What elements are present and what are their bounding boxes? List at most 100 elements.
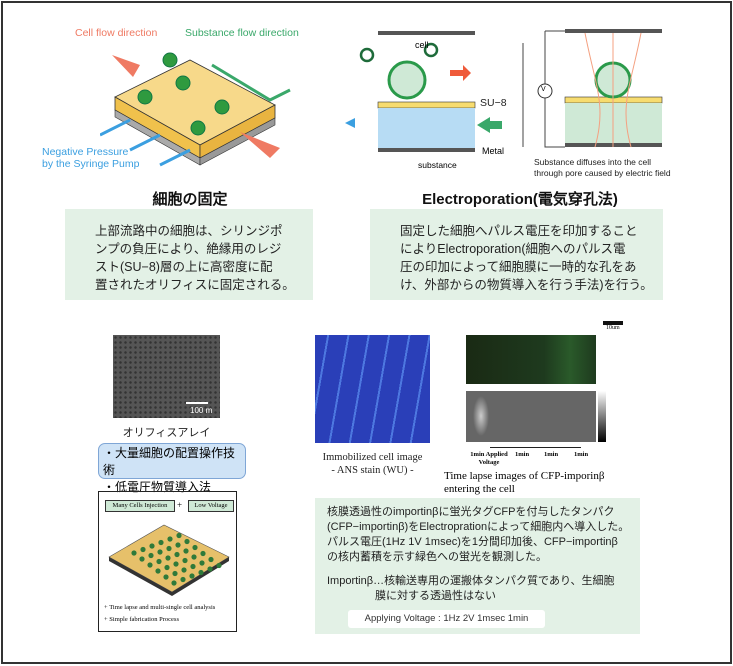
bullet-2: + Simple fabrication Process	[104, 616, 179, 623]
su8-label: SU−8	[480, 97, 507, 109]
fixation-description: 上部流路中の細胞は、シリンジポ ンプの負圧により、絶縁用のレジ スト(SU−8)…	[65, 209, 313, 300]
low-voltage-label: Low Voltage	[188, 500, 234, 512]
cell-dot	[171, 580, 177, 586]
cell-dot	[174, 551, 180, 558]
feature-item: ・大量細胞の配置操作技術	[103, 446, 236, 477]
bullet-text: Time lapse and multi-single cell analysi…	[109, 604, 216, 611]
text-line: (CFP−importinβ)をElectroprationによって細胞内へ導入…	[327, 521, 630, 533]
cell-dot	[180, 576, 186, 583]
cell-dot	[184, 538, 190, 545]
cell-dot	[158, 539, 164, 546]
cell-dot	[190, 563, 196, 570]
text-line: ンプの負圧により、絶縁用のレジ	[95, 242, 282, 256]
text-line: の核内蓄積を示す緑色への蛍光を観測した。	[327, 551, 547, 563]
cell-dot	[200, 550, 206, 557]
caption-line1: Time lapse images of CFP-imporinβ	[444, 470, 605, 482]
interval-label: 1min	[515, 451, 530, 458]
interval-labels: 1min Applied Voltage 1min 1min 1min	[470, 451, 600, 468]
cell-dot	[131, 550, 137, 556]
cell-dot	[155, 568, 161, 574]
cell-dot	[191, 554, 197, 560]
electroporation-description: 固定した細胞へパルス電圧を印加すること によりElectroporation(細…	[370, 209, 663, 300]
caption-line1: Immobilized cell image	[322, 452, 423, 463]
metal-label: Metal	[482, 146, 505, 156]
schematic-box: Many Cells Injection + Low Voltage + Tim…	[98, 491, 237, 632]
orifice-caption: オリフィスアレイ	[122, 427, 211, 439]
cell-dot	[172, 570, 178, 577]
interval-label: 1min Applied Voltage	[470, 451, 508, 466]
cell-dot	[189, 573, 195, 579]
bullet-text: Simple fabrication Process	[109, 616, 179, 623]
feature-item: ・低電圧物質導入法	[103, 480, 212, 494]
result-description: 核膜透過性のimportinβに蛍光タグCFPを付与したタンパク (CFP−im…	[315, 498, 640, 634]
voltage-symbol: V	[541, 86, 546, 93]
substance-flow-label: Substance flow direction	[185, 27, 299, 39]
bullet-mark: +	[104, 604, 108, 611]
contour-timelapse-image	[466, 391, 596, 442]
bullet-mark: +	[104, 616, 108, 623]
text-line: 置されたオリフィスに固定される。	[95, 278, 295, 292]
cell-label: cell	[415, 40, 429, 50]
cell-dot	[173, 561, 179, 567]
cell-dot	[183, 548, 189, 554]
substance-label: substance	[418, 160, 457, 170]
pressure-label-line1: Negative Pressure	[42, 146, 129, 158]
interval-label: 1min	[574, 451, 589, 458]
cell-dot	[140, 546, 146, 553]
interval-label: 1min	[544, 451, 559, 458]
note-line: Importinβ…核輸送専用の運搬体タンパク質であり、生細胞	[327, 575, 615, 587]
cell-dot	[199, 560, 205, 566]
fixation-title: 細胞の固定	[152, 191, 228, 208]
diffusion-line2: through pore caused by electric field	[534, 168, 671, 178]
injection-label: Many Cells Injection	[105, 500, 175, 512]
text-line: 核膜透過性のimportinβに蛍光タグCFPを付与したタンパク	[327, 506, 615, 518]
text-line: 固定した細胞へパルス電圧を印加すること	[400, 224, 638, 238]
cell-dot	[181, 567, 187, 573]
plus-sign: +	[177, 500, 183, 510]
cell-array-chip	[108, 524, 230, 596]
cell-dot	[139, 556, 145, 562]
caption-line2: - ANS stain (WU) -	[331, 465, 414, 476]
text-line: け、外部からの物質導入を行う手法)を行う。	[400, 278, 653, 292]
timeline-axis	[490, 447, 581, 448]
colorbar	[598, 391, 606, 442]
orifice-array-image: 100 m	[113, 335, 220, 418]
cell-dot	[167, 536, 173, 542]
feature-box: ・大量細胞の配置操作技術 ・低電圧物質導入法	[98, 443, 246, 494]
diffusion-line1: Substance diffuses into the cell	[534, 157, 652, 167]
scale-bar	[186, 402, 208, 404]
timelapse-scale-label: 10um	[606, 325, 620, 331]
cell-dot	[216, 562, 222, 569]
text-line: によりElectroporation(細胞へのパルス電	[400, 242, 626, 256]
electroporation-diagram	[345, 29, 663, 152]
cell-dot	[148, 552, 154, 559]
text-line: 上部流路中の細胞は、シリンジポ	[95, 224, 283, 238]
cell-dot	[165, 555, 171, 561]
fluorescence-timelapse-image	[466, 335, 596, 384]
cell-dot	[149, 543, 155, 549]
caption-line2: entering the cell	[444, 483, 515, 495]
text-line: スト(SU−8)層の上に高密度に配	[95, 260, 273, 274]
note-line: 膜に対する透過性はない	[375, 590, 496, 602]
cell-dot	[198, 569, 204, 576]
pressure-label-line2: by the Syringe Pump	[42, 158, 140, 170]
text-line: パルス電圧(1Hz 1V 1msec)を1分間印加後、CFP−importinβ	[327, 536, 618, 548]
cell-dot	[164, 564, 170, 571]
cell-dot	[208, 556, 214, 563]
text-line: 圧の印加によって細胞膜に一時的な孔をあ	[400, 260, 637, 274]
cell-dot	[166, 545, 172, 552]
immobilized-cell-image	[315, 335, 430, 443]
electroporation-title: Electroporation(電気穿孔法)	[422, 191, 618, 208]
cell-dot	[147, 562, 153, 568]
cell-dot	[175, 542, 181, 548]
timelapse-scale-bar	[603, 321, 623, 325]
bullet-1: + Time lapse and multi-single cell analy…	[104, 604, 215, 611]
cell-flow-label: Cell flow direction	[75, 27, 158, 39]
chip-diagram	[100, 52, 291, 167]
cell-dot	[157, 549, 163, 555]
